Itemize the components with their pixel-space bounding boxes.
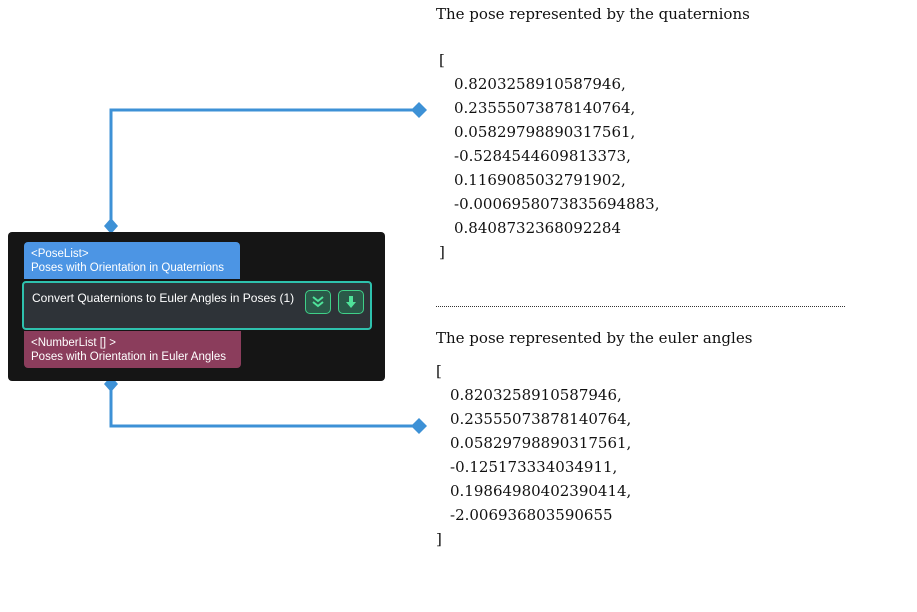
quaternion-value: -0.5284544609813373, [454, 147, 631, 165]
quaternion-open-bracket: [ [439, 51, 445, 69]
output-port-type: <NumberList [] > [31, 337, 117, 349]
output-port[interactable]: <NumberList [] > Poses with Orientation … [24, 331, 241, 368]
output-connector-line [109, 384, 419, 428]
euler-heading: The pose represented by the euler angles [436, 329, 753, 347]
chevron-double-down-icon [312, 296, 324, 308]
node-body[interactable]: Convert Quaternions to Euler Angles in P… [22, 281, 372, 330]
euler-value: 0.19864980402390414, [450, 482, 632, 500]
step-node[interactable]: <PoseList> Poses with Orientation in Qua… [8, 232, 385, 381]
input-port-description: Poses with Orientation in Quaternions [31, 262, 225, 274]
euler-close-bracket: ] [436, 530, 442, 548]
euler-pose-block: The pose represented by the euler angles… [436, 320, 856, 560]
euler-value: 0.23555073878140764, [450, 410, 632, 428]
euler-value: -2.006936803590655 [450, 506, 613, 524]
input-target-diamond [411, 102, 427, 118]
quaternion-value: 0.8203258910587946, [454, 75, 626, 93]
quaternion-close-bracket: ] [439, 243, 445, 261]
quaternion-value: -0.0006958073835694883, [454, 195, 660, 213]
euler-value: 0.05829798890317561, [450, 434, 632, 452]
output-port-description: Poses with Orientation in Euler Angles [31, 351, 226, 363]
euler-value: -0.125173334034911, [450, 458, 618, 476]
quaternion-value: 0.1169085032791902, [454, 171, 626, 189]
run-button[interactable] [338, 290, 364, 314]
node-title: Convert Quaternions to Euler Angles in P… [32, 291, 295, 305]
quaternion-heading: The pose represented by the quaternions [436, 5, 750, 23]
quaternion-value: 0.8408732368092284 [454, 219, 622, 237]
quaternion-value: 0.23555073878140764, [454, 99, 636, 117]
run-down-arrow-icon [346, 296, 356, 308]
output-target-diamond [411, 418, 427, 434]
section-divider [436, 306, 845, 307]
quaternion-value: 0.05829798890317561, [454, 123, 636, 141]
euler-open-bracket: [ [436, 362, 442, 380]
input-port-type: <PoseList> [31, 248, 89, 260]
input-connector-line [109, 108, 419, 226]
input-port-diamond [104, 218, 118, 234]
quaternion-pose-block: The pose represented by the quaternions … [436, 0, 856, 270]
euler-value: 0.8203258910587946, [450, 386, 622, 404]
collapse-button[interactable] [305, 290, 331, 314]
input-port[interactable]: <PoseList> Poses with Orientation in Qua… [24, 242, 240, 279]
